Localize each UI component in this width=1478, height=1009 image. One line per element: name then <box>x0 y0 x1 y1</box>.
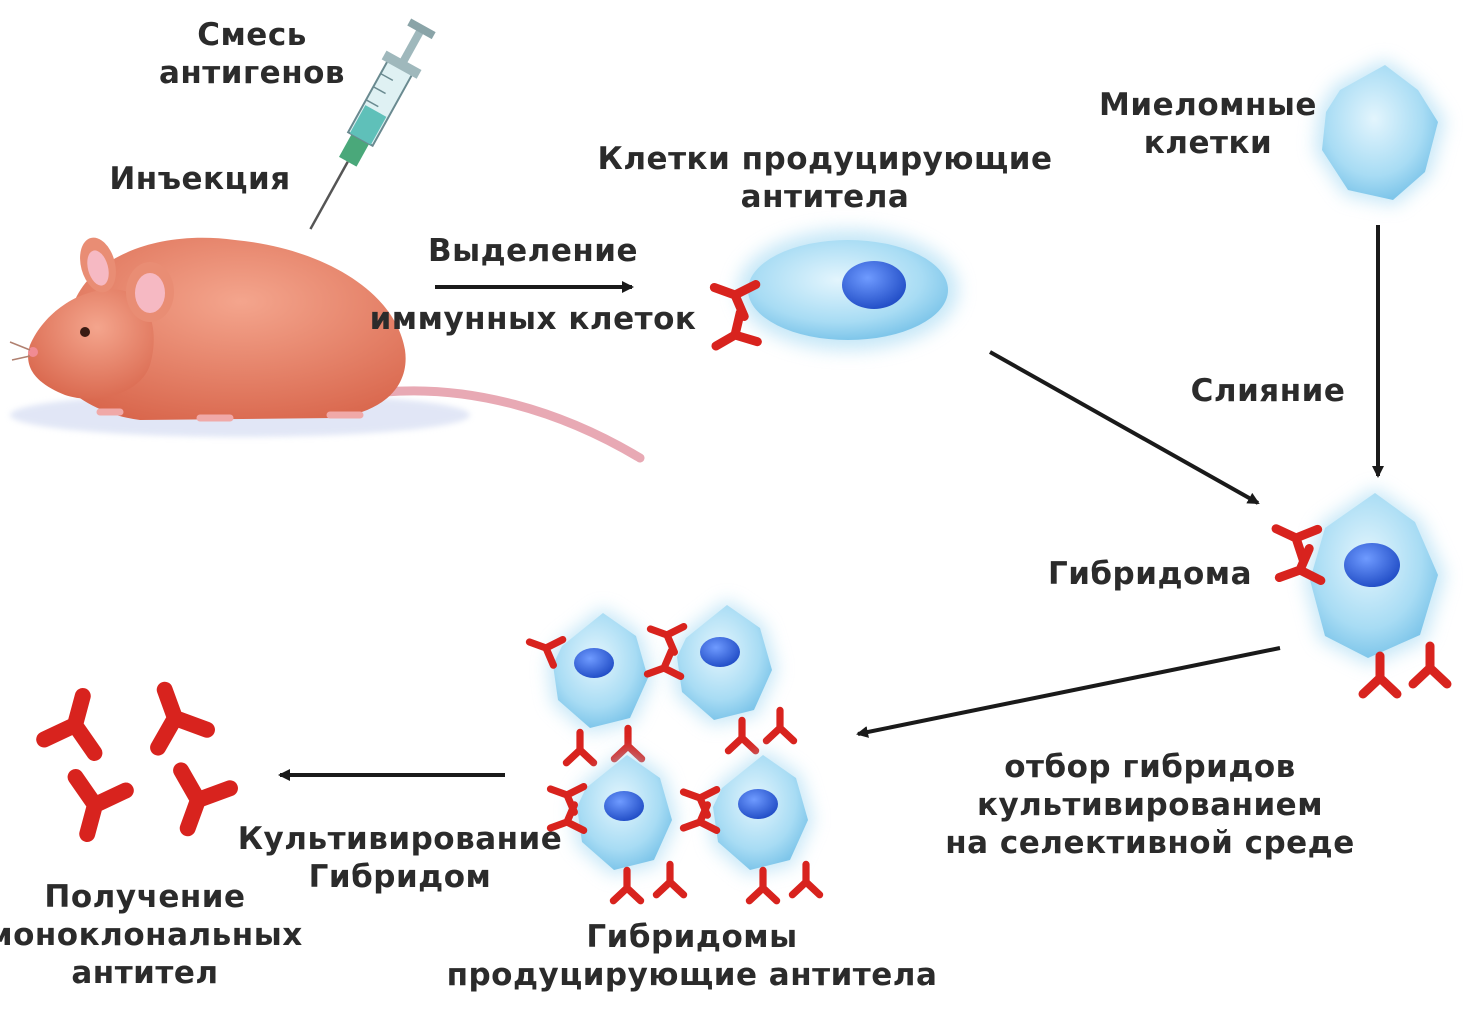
syringe-icon <box>309 18 436 230</box>
label-fusion: Слияние <box>1190 373 1346 409</box>
hybridoma-cell-icon <box>525 608 653 763</box>
myeloma-cell-icon <box>1315 60 1445 205</box>
mouse-icon <box>9 237 645 463</box>
label-cultivation: Культивирование Гибридом <box>237 821 563 895</box>
label-isolation: Выделение иммунных клеток <box>369 233 697 337</box>
label-producing-cells: Клетки продуцирующие антитела <box>597 141 1053 215</box>
label-injection: Инъекция <box>109 161 291 197</box>
label-hybridoma: Гибридома <box>1047 556 1253 592</box>
hybridoma-cell-icon <box>643 600 794 751</box>
hybridoma-cell-icon <box>679 750 820 901</box>
antibody-icon <box>173 762 238 837</box>
b-cell-icon <box>707 230 958 361</box>
label-myeloma: Миеломные клетки <box>1099 87 1317 161</box>
process-arrows <box>278 225 1384 781</box>
arrow-to-fusion <box>989 350 1260 505</box>
antibody-icon <box>36 688 103 761</box>
label-hybridomas-producing: Гибридомы продуцирующие антитела <box>446 919 938 993</box>
arrow-selection <box>856 646 1281 738</box>
monoclonal-antibodies <box>36 681 238 842</box>
hybridoma-cell-icon <box>1269 488 1447 694</box>
label-selection: отбор гибридов культивированием на селек… <box>945 749 1355 861</box>
label-result: Получение моноклональных антител <box>0 879 303 991</box>
antibody-icon <box>150 681 215 756</box>
antibody-icon <box>67 769 134 842</box>
label-antigen-mix: Смесь антигенов <box>158 17 346 91</box>
hybridoma-colony <box>525 600 820 901</box>
hybridoma-cell-icon <box>546 750 684 901</box>
